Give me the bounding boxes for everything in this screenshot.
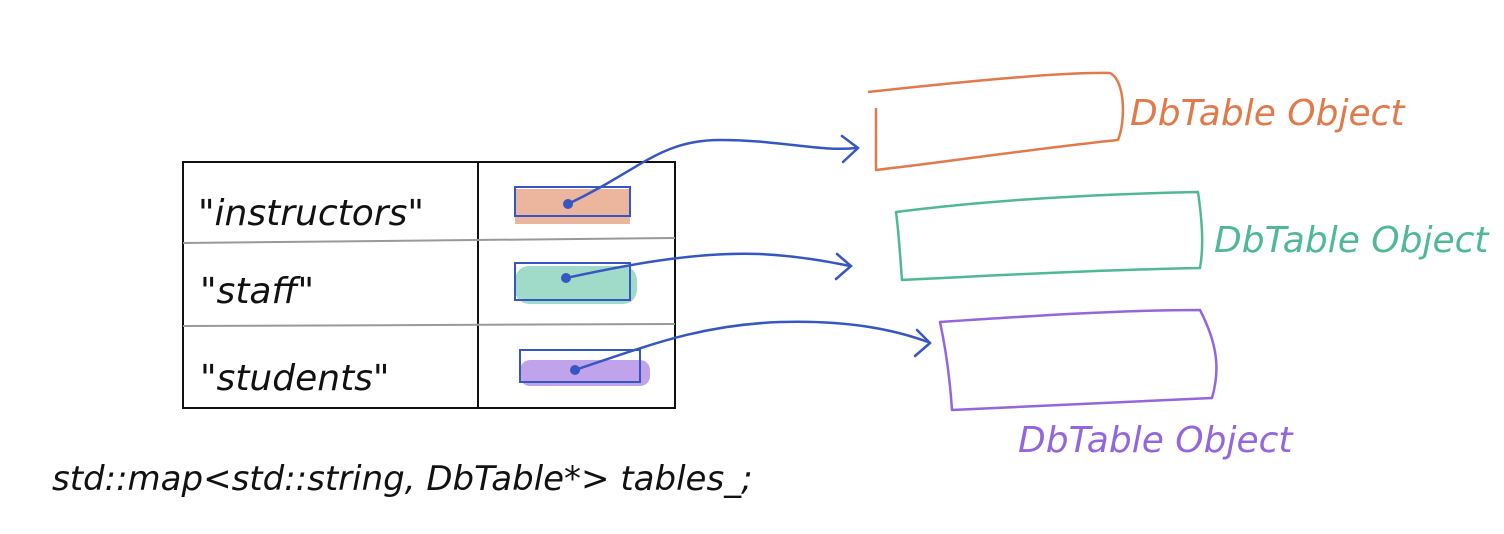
map-declaration: std::map<std::string, DbTable*> tables_; — [52, 459, 753, 499]
pointer-cell-instructors — [514, 186, 631, 224]
key-students: "students" — [200, 358, 390, 399]
key-staff: "staff" — [200, 271, 314, 312]
arrow-students — [573, 320, 932, 372]
key-instructors: "instructors" — [198, 193, 424, 234]
arrow-staff — [564, 252, 853, 281]
dbtable-object-teal — [894, 190, 1204, 282]
dbtable-object-label-orange: DbTable Object — [1130, 93, 1406, 134]
dbtable-object-orange — [867, 71, 1125, 172]
pointer-cell-staff — [514, 262, 637, 304]
dbtable-object-label-teal: DbTable Object — [1214, 220, 1490, 261]
map-table — [182, 161, 676, 409]
pointer-cell-students — [519, 349, 650, 386]
dbtable-object-label-purple: DbTable Object — [1018, 420, 1294, 461]
dbtable-object-purple — [938, 308, 1218, 412]
arrow-instructors — [566, 134, 860, 206]
